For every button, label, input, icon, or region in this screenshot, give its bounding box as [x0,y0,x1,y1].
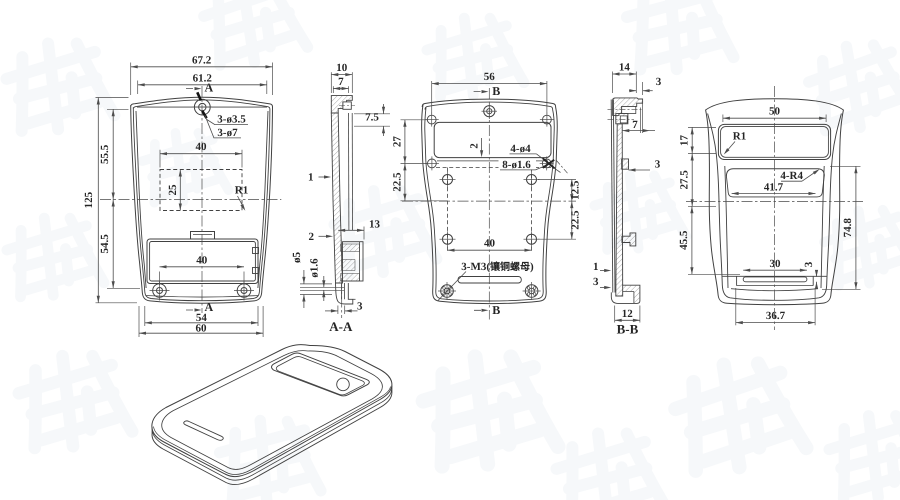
svg-text:1: 1 [308,172,314,184]
svg-text:8-ø1.6: 8-ø1.6 [502,159,531,171]
svg-text:22.5: 22.5 [392,172,404,192]
svg-text:2: 2 [469,143,481,149]
svg-text:56: 56 [484,71,496,83]
svg-text:A: A [204,81,213,95]
svg-text:14: 14 [619,62,631,74]
svg-text:3-ø7: 3-ø7 [217,127,238,139]
svg-text:27.5: 27.5 [679,170,691,190]
svg-text:36.7: 36.7 [766,310,786,322]
svg-text:30: 30 [770,258,782,270]
svg-text:40: 40 [484,238,496,250]
svg-text:B: B [492,84,500,98]
svg-text:12.5: 12.5 [570,180,582,200]
svg-text:12: 12 [622,308,634,320]
svg-text:7.5: 7.5 [365,112,379,124]
svg-text:17: 17 [679,134,691,146]
svg-text:41.7: 41.7 [764,182,784,194]
svg-text:A-A: A-A [329,319,353,334]
svg-text:55.5: 55.5 [99,144,111,164]
svg-text:54.5: 54.5 [99,234,111,254]
svg-text:7: 7 [338,76,344,88]
svg-text:B: B [492,303,500,317]
svg-text:R1: R1 [733,131,746,143]
svg-text:3-ø3.5: 3-ø3.5 [217,114,246,126]
svg-text:50: 50 [769,106,781,118]
svg-text:61.2: 61.2 [193,72,213,84]
svg-text:60: 60 [196,323,208,335]
svg-text:40: 40 [196,254,208,266]
svg-text:1: 1 [593,261,599,273]
svg-text:2: 2 [309,231,315,243]
svg-text:40: 40 [196,141,208,153]
svg-text:3: 3 [656,76,662,88]
svg-text:25: 25 [167,184,179,196]
svg-text:3: 3 [655,159,661,171]
svg-text:13: 13 [369,219,381,231]
svg-text:54: 54 [196,312,208,324]
svg-text:B-B: B-B [617,322,639,337]
svg-text:74.8: 74.8 [842,218,854,238]
svg-text:3: 3 [357,301,363,313]
svg-text:4-R4: 4-R4 [780,170,803,182]
svg-text:3-M3(镶铜螺母): 3-M3(镶铜螺母) [461,261,534,273]
svg-text:22.5: 22.5 [570,210,582,230]
svg-text:ø5: ø5 [291,252,303,264]
svg-text:R1: R1 [235,185,248,197]
svg-text:67.2: 67.2 [192,54,212,66]
svg-text:7: 7 [632,119,638,131]
svg-text:45.5: 45.5 [678,230,690,250]
svg-text:27: 27 [392,136,404,148]
svg-text:4-ø4: 4-ø4 [510,143,531,155]
svg-text:3: 3 [593,276,599,288]
svg-text:ø1.6: ø1.6 [309,258,321,278]
svg-text:10: 10 [336,62,348,74]
svg-text:3: 3 [803,261,815,267]
svg-text:125: 125 [83,191,95,208]
svg-text:A: A [204,300,213,314]
